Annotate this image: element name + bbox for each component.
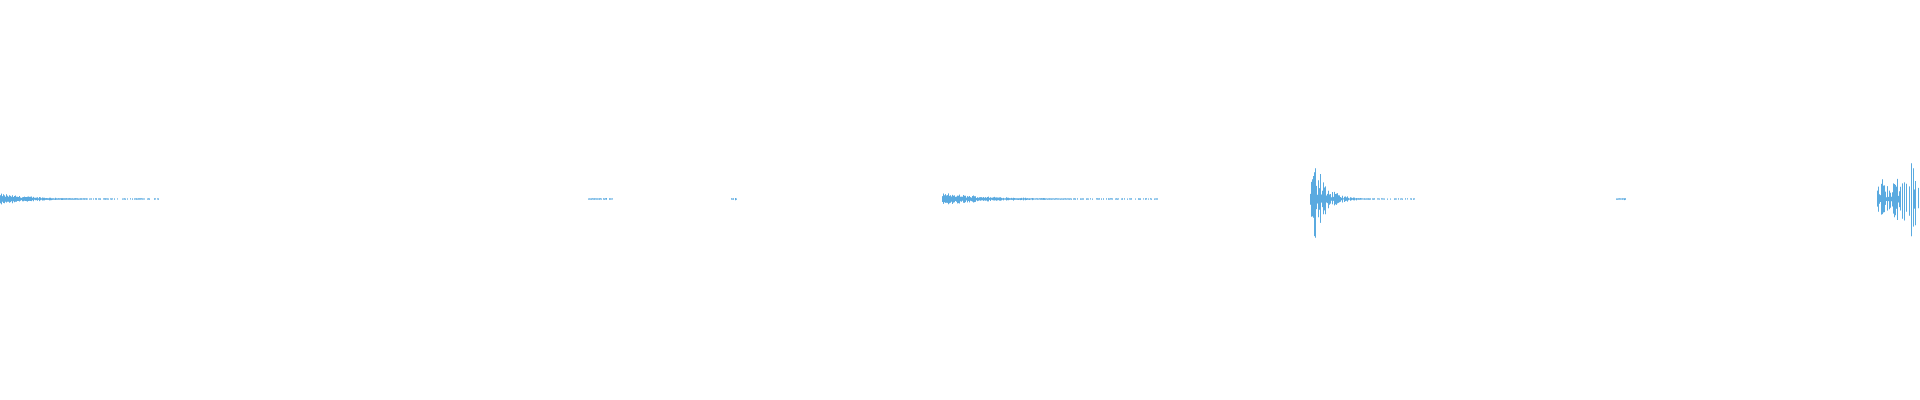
waveform-bars bbox=[0, 163, 1919, 238]
